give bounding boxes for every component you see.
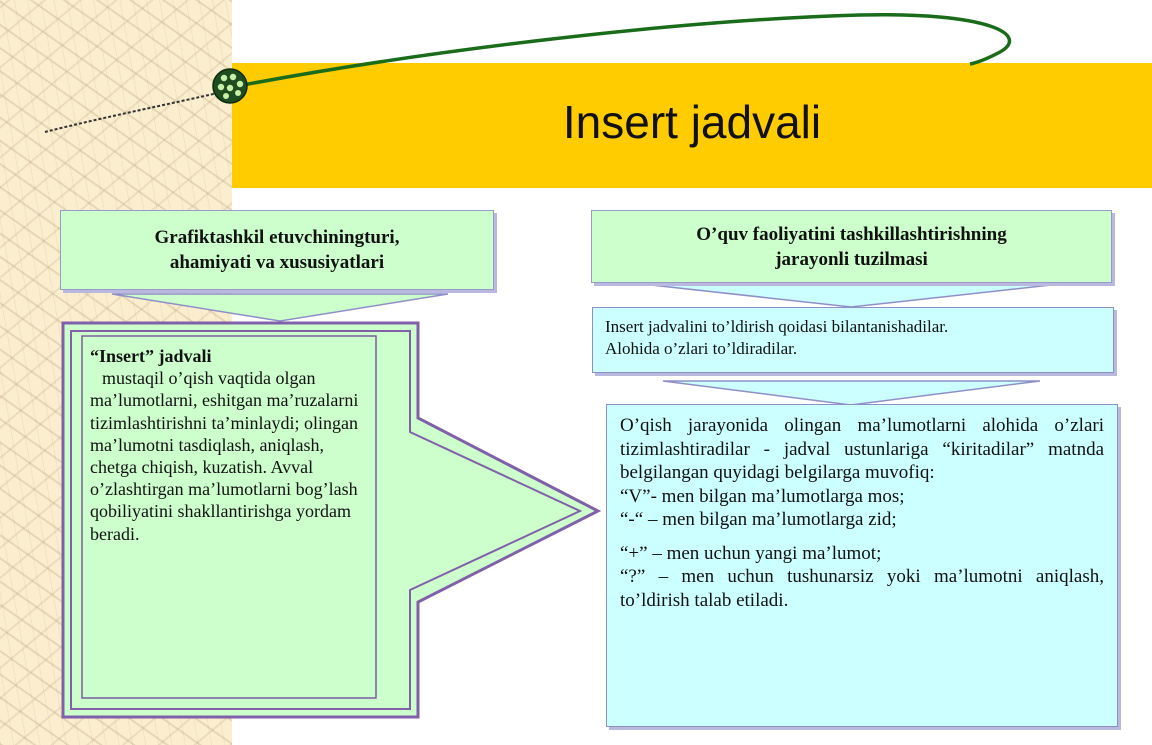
marker-minus: “-“ – men bilgan ma’lumotlarga zid; <box>620 509 897 530</box>
left-header-line2: ahamiyati va xususiyatlari <box>169 252 385 273</box>
spacer <box>620 532 1104 542</box>
right-down-triangle-1 <box>641 283 1061 308</box>
markers-intro: O’qish jarayonida olingan ma’lumotlarni … <box>620 415 1104 483</box>
right-down-triangle-2 <box>662 380 1041 406</box>
left-header-line1: Grafiktashkil etuvchiningturi, <box>154 227 400 248</box>
marker-question: “?” – men uchun tushunarsiz yoki ma’lumo… <box>620 566 1104 611</box>
swoosh-curve <box>242 12 1012 87</box>
rules-line1: Insert jadvalini to’ldirish qoidasi bila… <box>605 317 949 336</box>
dotted-trail <box>44 91 223 133</box>
right-header-box: O’quv faoliyatini tashkillashtirishning … <box>591 210 1112 283</box>
green-arrow-inner-outline <box>70 330 583 710</box>
markers-box: O’qish jarayonida olingan ma’lumotlarni … <box>606 404 1118 727</box>
rules-line2: Alohida o’zlari to’ldiradilar. <box>605 339 798 358</box>
left-text-panel <box>81 335 377 699</box>
rules-box: Insert jadvalini to’ldirish qoidasi bila… <box>592 307 1114 373</box>
right-header-line2: jarayonli tuzilmasi <box>775 248 928 270</box>
left-box-heading: “Insert” jadvali <box>90 346 212 366</box>
left-down-triangle <box>111 293 449 322</box>
left-box-body: mustaqil o’qish vaqtida olgan ma’lumotla… <box>90 368 359 544</box>
right-header-line1: O’quv faoliyatini tashkillashtirishning <box>696 223 1007 245</box>
bead-icon <box>212 68 248 104</box>
title-band <box>232 63 1152 188</box>
marker-plus: “+” – men uchun yangi ma’lumot; <box>620 542 882 564</box>
marker-v: “V”- men bilgan ma’lumotlarga mos; <box>620 485 905 507</box>
left-header-box: Grafiktashkil etuvchiningturi, ahamiyati… <box>60 210 494 290</box>
page-title: Insert jadvali <box>562 96 822 148</box>
left-box-content: “Insert” jadvali mustaqil o’qish vaqtida… <box>90 345 372 545</box>
